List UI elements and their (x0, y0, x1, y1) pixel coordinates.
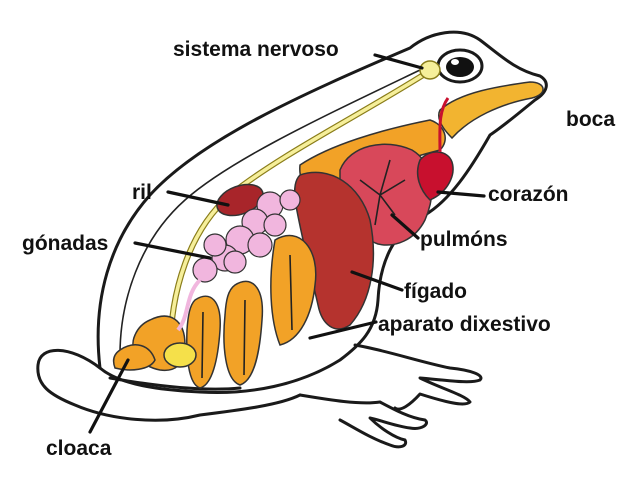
gonads-shape (192, 189, 301, 283)
pink-duct (176, 278, 202, 332)
intestine-shape (112, 234, 317, 389)
leader-heart (436, 190, 486, 198)
eye-highlight (451, 59, 459, 65)
label-mouth: boca (566, 108, 615, 131)
label-gonads: gónadas (22, 232, 108, 255)
leader-lines (88, 53, 486, 434)
eye-pupil (446, 57, 474, 77)
label-kidney: ril (132, 181, 152, 204)
hind-leg-outline (36, 348, 302, 422)
heart-vessel (438, 97, 450, 153)
frog-body (36, 30, 548, 449)
brain (419, 60, 441, 80)
label-liver: fígado (404, 280, 467, 303)
hind-leg-inner (108, 376, 242, 391)
leader-lungs (390, 213, 420, 240)
label-nervous-system: sistema nervoso (173, 38, 339, 61)
lung-veins (359, 159, 406, 226)
leader-digestive (308, 320, 378, 340)
organs (112, 60, 544, 389)
tongue-shape (438, 81, 544, 140)
leader-kidney (166, 190, 230, 207)
label-lungs: pulmóns (420, 228, 508, 251)
hind-foot-outline (298, 393, 428, 449)
leader-gonads (133, 241, 212, 260)
intestine-folds (201, 254, 293, 379)
front-foot-outline (353, 343, 483, 411)
bladder-shape (163, 342, 197, 368)
label-digestive: aparato dixestivo (378, 313, 551, 336)
label-heart: corazón (488, 183, 569, 206)
heart-shape (416, 151, 454, 201)
frog-body-outline (96, 30, 548, 394)
leader-liver (350, 270, 404, 292)
leader-cloaca (88, 358, 130, 434)
labels: sistema nervoso boca ril corazón gónadas… (22, 38, 615, 460)
label-cloaca: cloaca (46, 437, 112, 460)
leader-nervous-system (373, 53, 424, 70)
